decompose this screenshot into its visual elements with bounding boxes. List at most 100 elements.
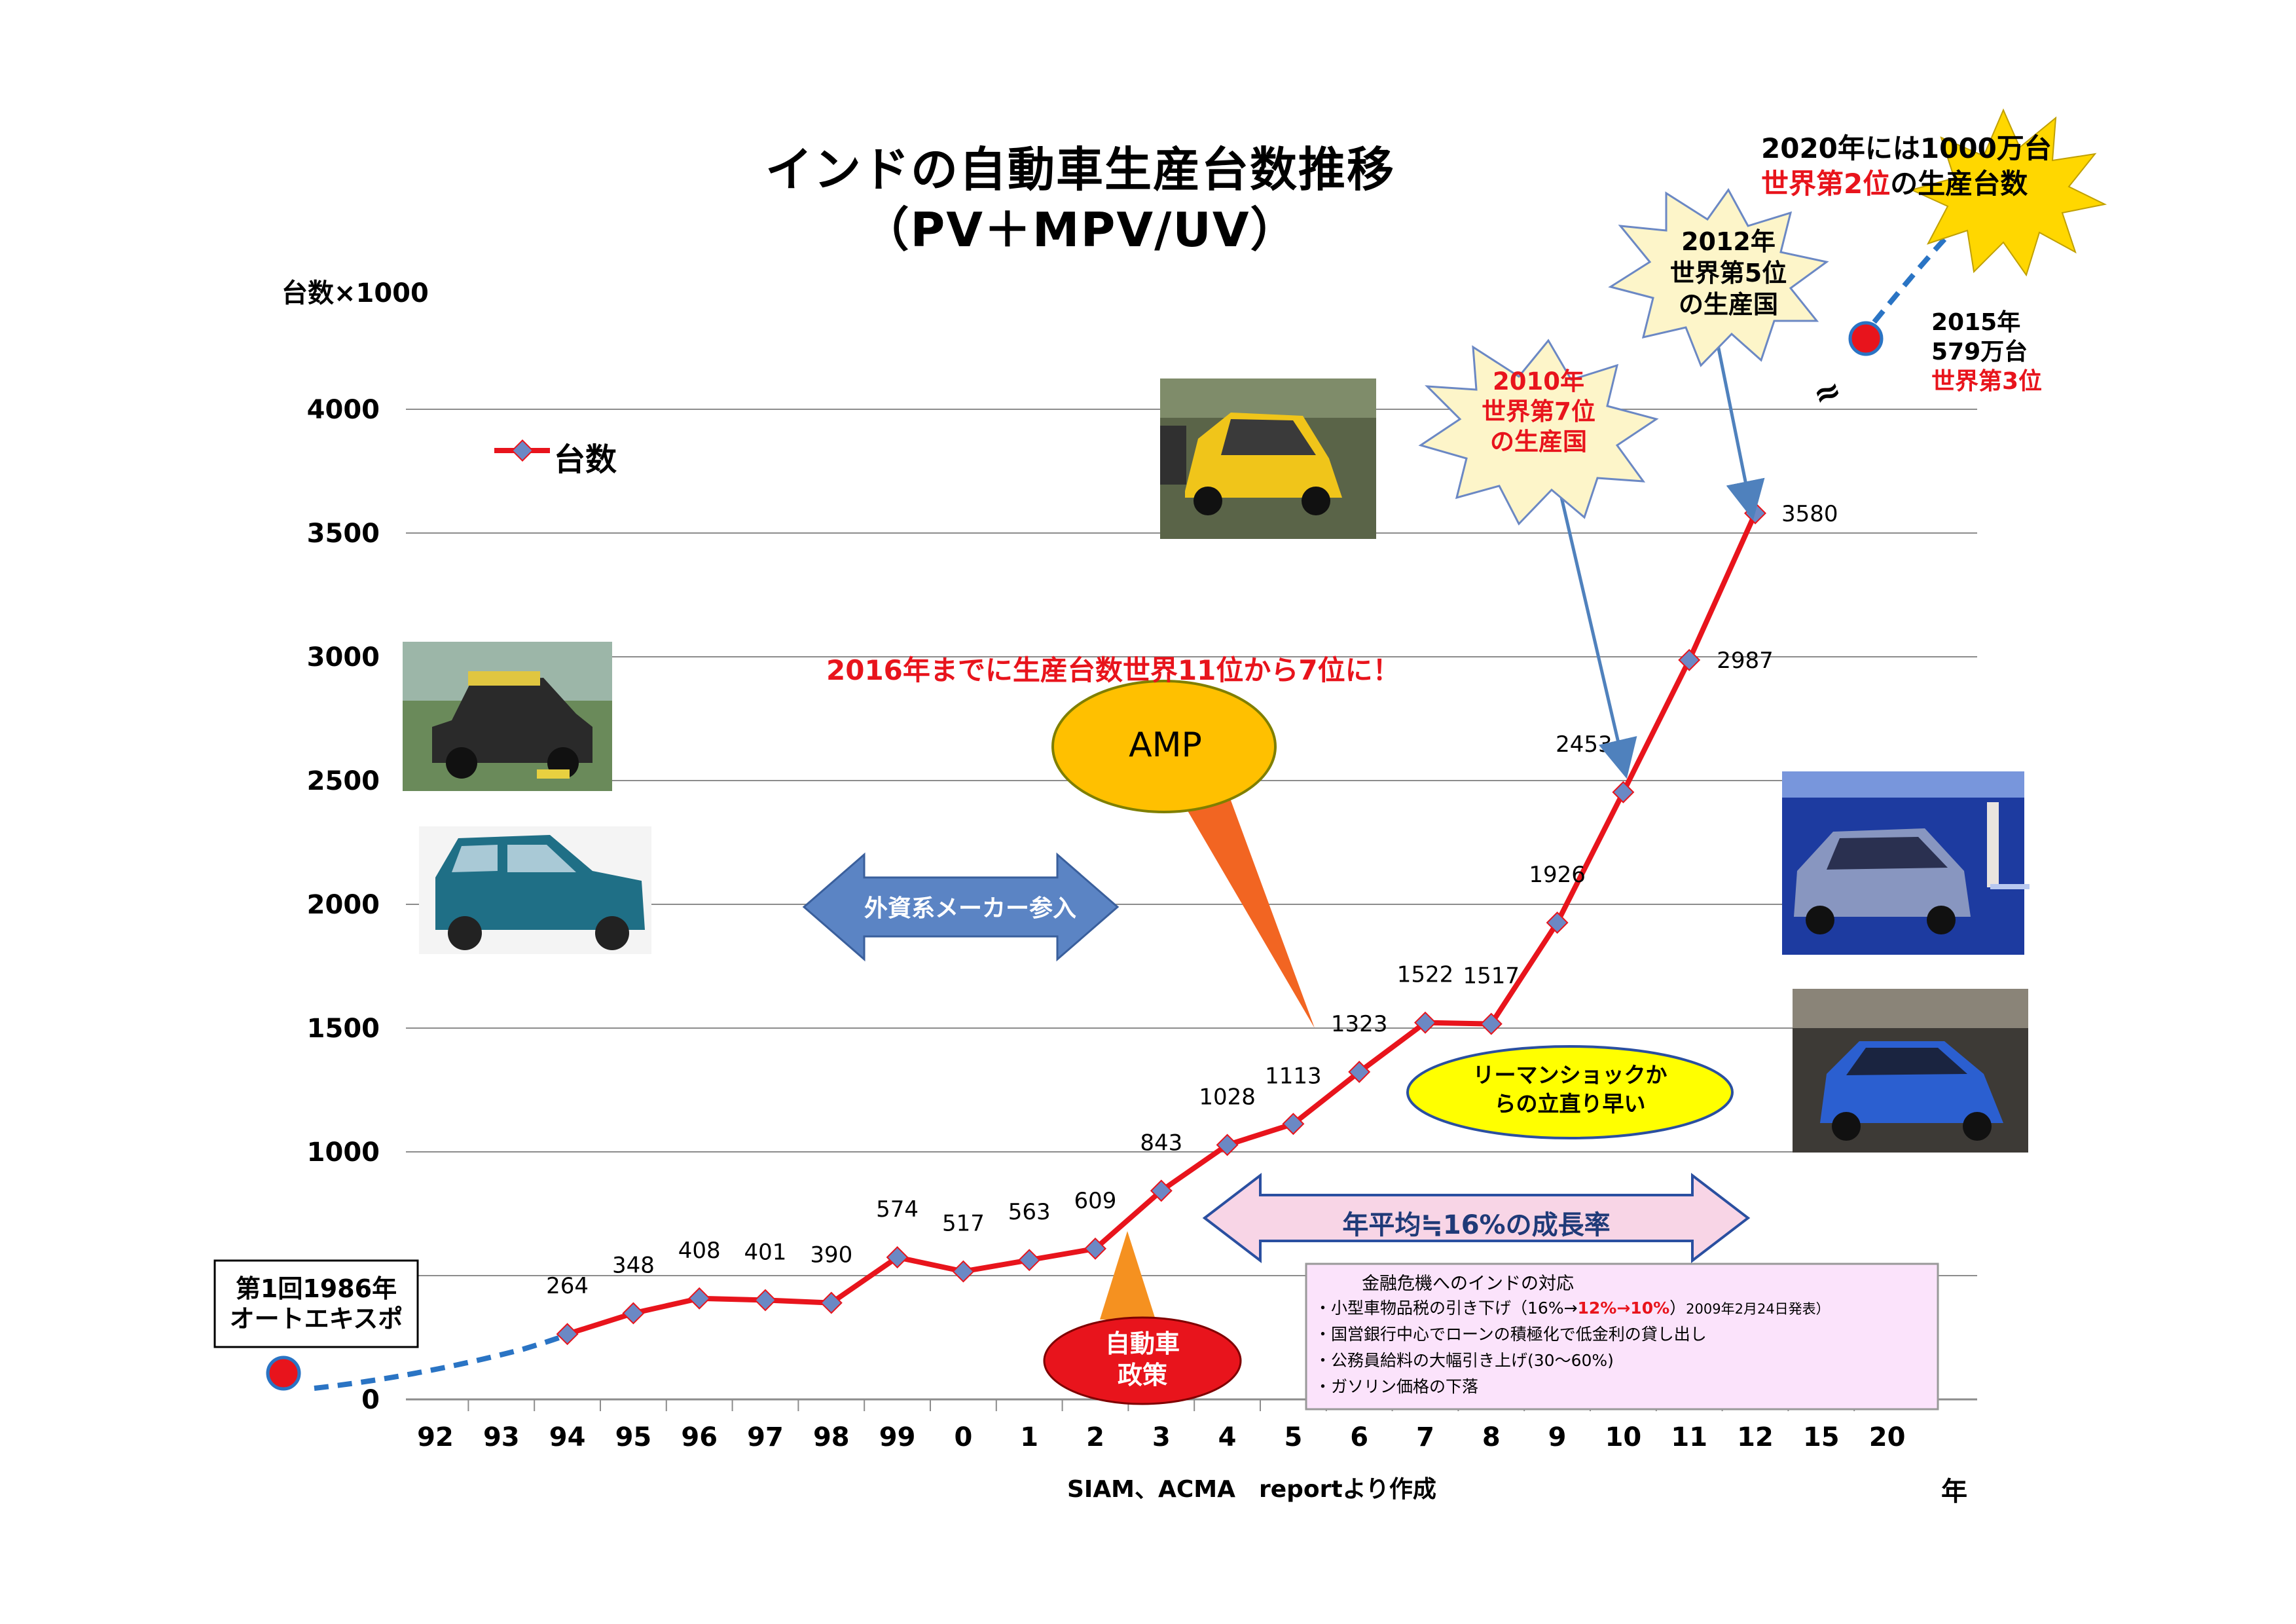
policy-label-line1: 自動車	[1104, 1329, 1180, 1358]
x-tick-label: 0	[954, 1422, 972, 1452]
year-2015-line2: 579万台	[1931, 339, 2028, 365]
data-label: 2453	[1556, 731, 1613, 758]
target-2020-suffix: の生産台数	[1890, 168, 2028, 200]
year-2015-label: 2015年 579万台 世界第3位	[1931, 308, 2042, 396]
crisis-item-1-c: ）	[1669, 1299, 1686, 1318]
headline-rank: 2016年までに生産台数世界11位から7位に！	[826, 654, 1400, 686]
data-label: 3580	[1781, 501, 1838, 527]
x-tick-label: 12	[1737, 1422, 1774, 1452]
expo-box-frame	[213, 1259, 419, 1348]
data-label: 843	[1140, 1130, 1182, 1156]
burst-2010-label: 2010年 世界第7位 の生産国	[1440, 367, 1637, 457]
photo-suzuki-ertiga	[1782, 771, 2030, 955]
data-point-marker	[1612, 781, 1635, 803]
x-tick-label: 97	[747, 1422, 784, 1452]
data-point-marker	[1018, 1249, 1041, 1272]
burst-2012-line3: の生産国	[1678, 290, 1778, 319]
x-tick-label: 92	[417, 1422, 454, 1452]
x-tick-label: 4	[1218, 1422, 1237, 1452]
growth-label: 年平均≒16%の成長率	[1342, 1210, 1611, 1240]
data-point-marker	[1282, 1113, 1305, 1135]
data-label: 1926	[1529, 862, 1586, 888]
target-2020-line2: 世界第2位の生産台数	[1761, 166, 2052, 202]
burst-2012-line1: 2012年	[1681, 227, 1776, 256]
x-tick-label: 95	[615, 1422, 652, 1452]
year-2015-dot	[1848, 321, 1884, 356]
y-tick-label: 1000	[307, 1137, 380, 1168]
crisis-item-1-b: 12%→10%	[1577, 1299, 1670, 1318]
foreign-entry-label: 外資系メーカー参入	[864, 895, 1077, 922]
expo-label-line1: 第1回1986年	[235, 1274, 397, 1303]
photo-maruti-800	[419, 826, 651, 954]
crisis-item-1-a: ・小型車物品税の引き下げ（16%→	[1315, 1299, 1578, 1318]
year-2015-line3: 世界第3位	[1931, 368, 2043, 395]
x-tick-label: 99	[879, 1422, 916, 1452]
page-title: インドの自動車生産台数推移	[765, 142, 1395, 197]
x-axis-unit-label: 年	[1941, 1477, 1967, 1507]
lehman-label: リーマンショックか らの立直り早い	[1408, 1061, 1732, 1118]
data-point-marker	[1150, 1179, 1173, 1202]
data-label: 1028	[1199, 1084, 1256, 1110]
data-label: 1522	[1397, 962, 1454, 988]
data-label: 609	[1074, 1188, 1117, 1214]
amp-callout-bubble	[1051, 680, 1277, 813]
amp-callout-pointer	[1165, 773, 1315, 1028]
expo-label-line2: オートエキスポ	[229, 1304, 403, 1333]
target-2020-label: 2020年には1000万台 世界第2位の生産台数	[1761, 131, 2052, 202]
data-label: 408	[678, 1238, 721, 1264]
burst-2012-line2: 世界第5位	[1669, 259, 1787, 287]
x-tick-label: 9	[1548, 1422, 1567, 1452]
photo-toyota-etios	[1793, 989, 2028, 1153]
x-tick-label: 3	[1152, 1422, 1171, 1452]
y-tick-label: 2500	[307, 766, 380, 796]
y-tick-label: 2000	[307, 890, 380, 920]
burst-2020	[1910, 108, 2107, 277]
crisis-item-1: ・小型車物品税の引き下げ（16%→12%→10%）2009年2月24日発表）	[1315, 1295, 1830, 1319]
x-tick-label: 15	[1803, 1422, 1840, 1452]
data-label: 574	[876, 1196, 919, 1223]
data-point-marker	[754, 1289, 776, 1312]
data-point-marker	[688, 1287, 711, 1310]
crisis-item-2: ・国営銀行中心でローンの積極化で低金利の貸し出し	[1315, 1325, 1707, 1344]
arrow-2010	[1556, 483, 1637, 779]
x-tick-label: 98	[813, 1422, 850, 1452]
legend	[494, 439, 550, 462]
policy-label-line2: 政策	[1117, 1361, 1167, 1390]
crisis-item-3: ・公務員給料の大幅引き上げ(30～60%)	[1315, 1351, 1614, 1370]
data-point-marker	[952, 1260, 975, 1283]
x-tick-label: 94	[549, 1422, 586, 1452]
amp-label: AMP	[1129, 726, 1202, 765]
y-axis-unit-label: 台数×1000	[282, 278, 429, 308]
burst-2012	[1608, 188, 1829, 367]
burst-2010	[1418, 339, 1659, 526]
target-2020-rank: 世界第2位	[1761, 168, 1891, 200]
data-point-marker	[1348, 1060, 1371, 1083]
expo-1986-dot	[266, 1356, 301, 1391]
x-tick-label: 10	[1605, 1422, 1642, 1452]
x-tick-label: 6	[1350, 1422, 1368, 1452]
page-subtitle: （PV＋MPV/UV）	[862, 202, 1299, 257]
legend-marker-swatch	[511, 439, 534, 462]
x-tick-label: 11	[1671, 1422, 1707, 1452]
data-point-marker	[1216, 1134, 1239, 1156]
series-taisu	[556, 502, 1766, 1346]
crisis-box-title: 金融危機へのインドの対応	[1362, 1274, 1574, 1294]
x-tick-label: 8	[1482, 1422, 1501, 1452]
expo-label: 第1回1986年 オートエキスポ	[216, 1274, 416, 1334]
dashed-trend-early	[314, 1330, 574, 1391]
legend-label: 台数	[554, 441, 617, 478]
y-tick-label: 1500	[307, 1014, 380, 1044]
arrow-2012	[1712, 325, 1765, 521]
policy-callout-bubble	[1043, 1316, 1242, 1405]
data-point-marker	[556, 1323, 579, 1346]
x-tick-label: 96	[681, 1422, 718, 1452]
photo-ambassador-car	[403, 642, 612, 791]
data-point-marker	[886, 1246, 909, 1268]
lehman-label-line1: リーマンショックか	[1472, 1062, 1667, 1088]
burst-2012-label: 2012年 世界第5位 の生産国	[1630, 226, 1827, 320]
lehman-label-line2: らの立直り早い	[1494, 1091, 1646, 1116]
data-label: 1517	[1463, 963, 1520, 989]
